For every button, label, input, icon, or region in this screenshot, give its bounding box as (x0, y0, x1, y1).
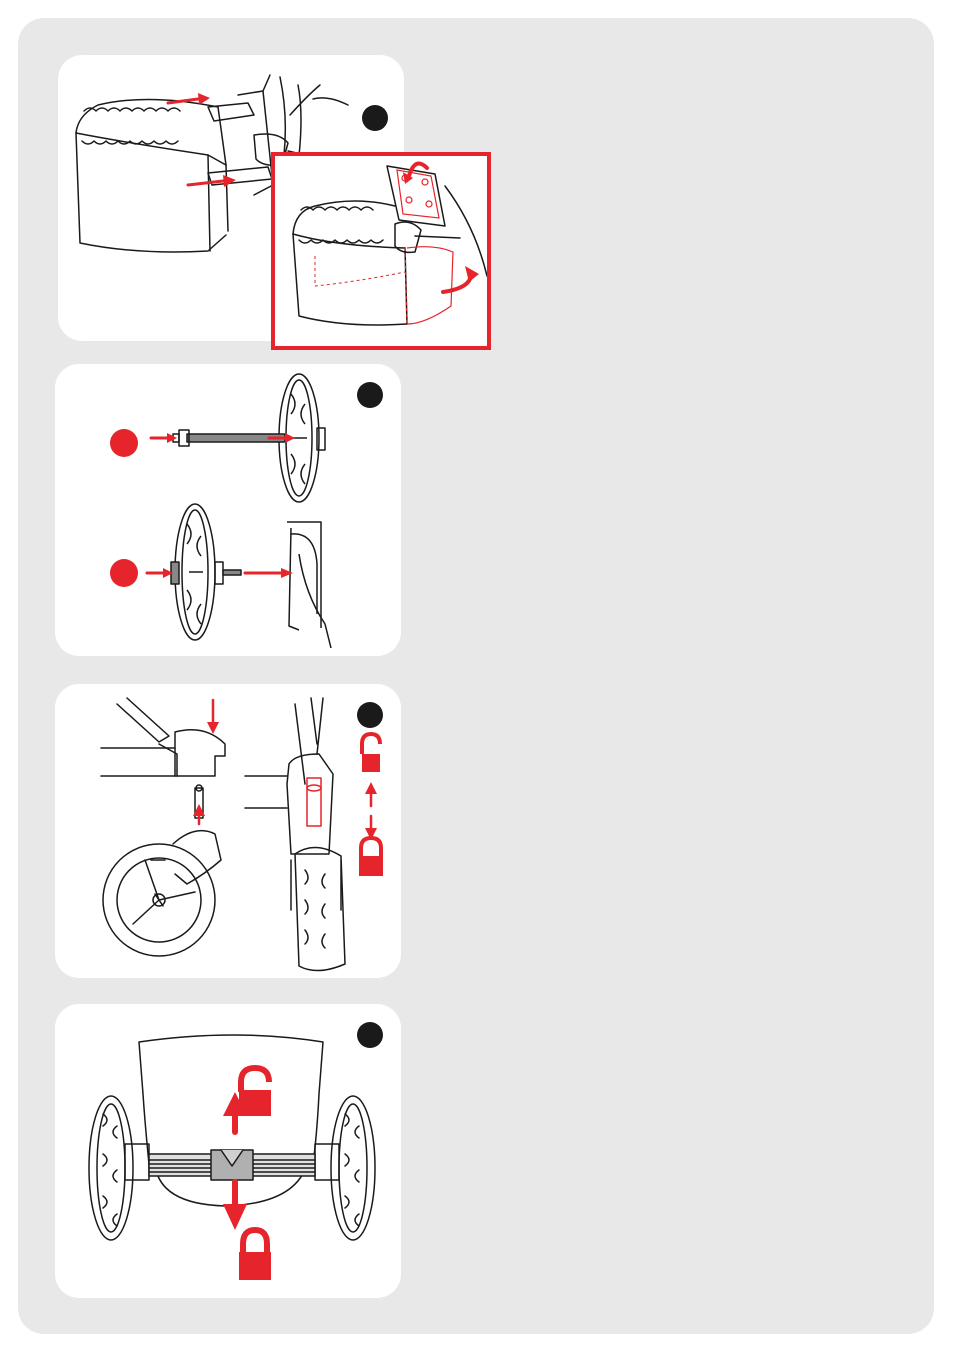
instruction-sheet (18, 18, 934, 1334)
panel-front-wheel (55, 684, 401, 978)
basket-detail-illustration (275, 156, 487, 346)
panel-rear-axle-lock (55, 1004, 401, 1298)
lock-closed-icon (239, 1230, 271, 1280)
basket-detail-inset (271, 152, 491, 350)
rear-wheel-illustration (55, 364, 401, 656)
substep-marker-a (110, 429, 138, 457)
step-marker (362, 105, 388, 131)
substep-marker-b (110, 559, 138, 587)
step-marker (357, 382, 383, 408)
lock-open-icon (362, 734, 380, 772)
step-marker (357, 1022, 383, 1048)
step-marker (357, 702, 383, 728)
lock-open-icon (239, 1068, 271, 1116)
panel-rear-wheel (55, 364, 401, 656)
lock-closed-icon (359, 838, 383, 876)
front-wheel-illustration (55, 684, 401, 978)
rear-axle-lock-illustration (55, 1004, 401, 1298)
